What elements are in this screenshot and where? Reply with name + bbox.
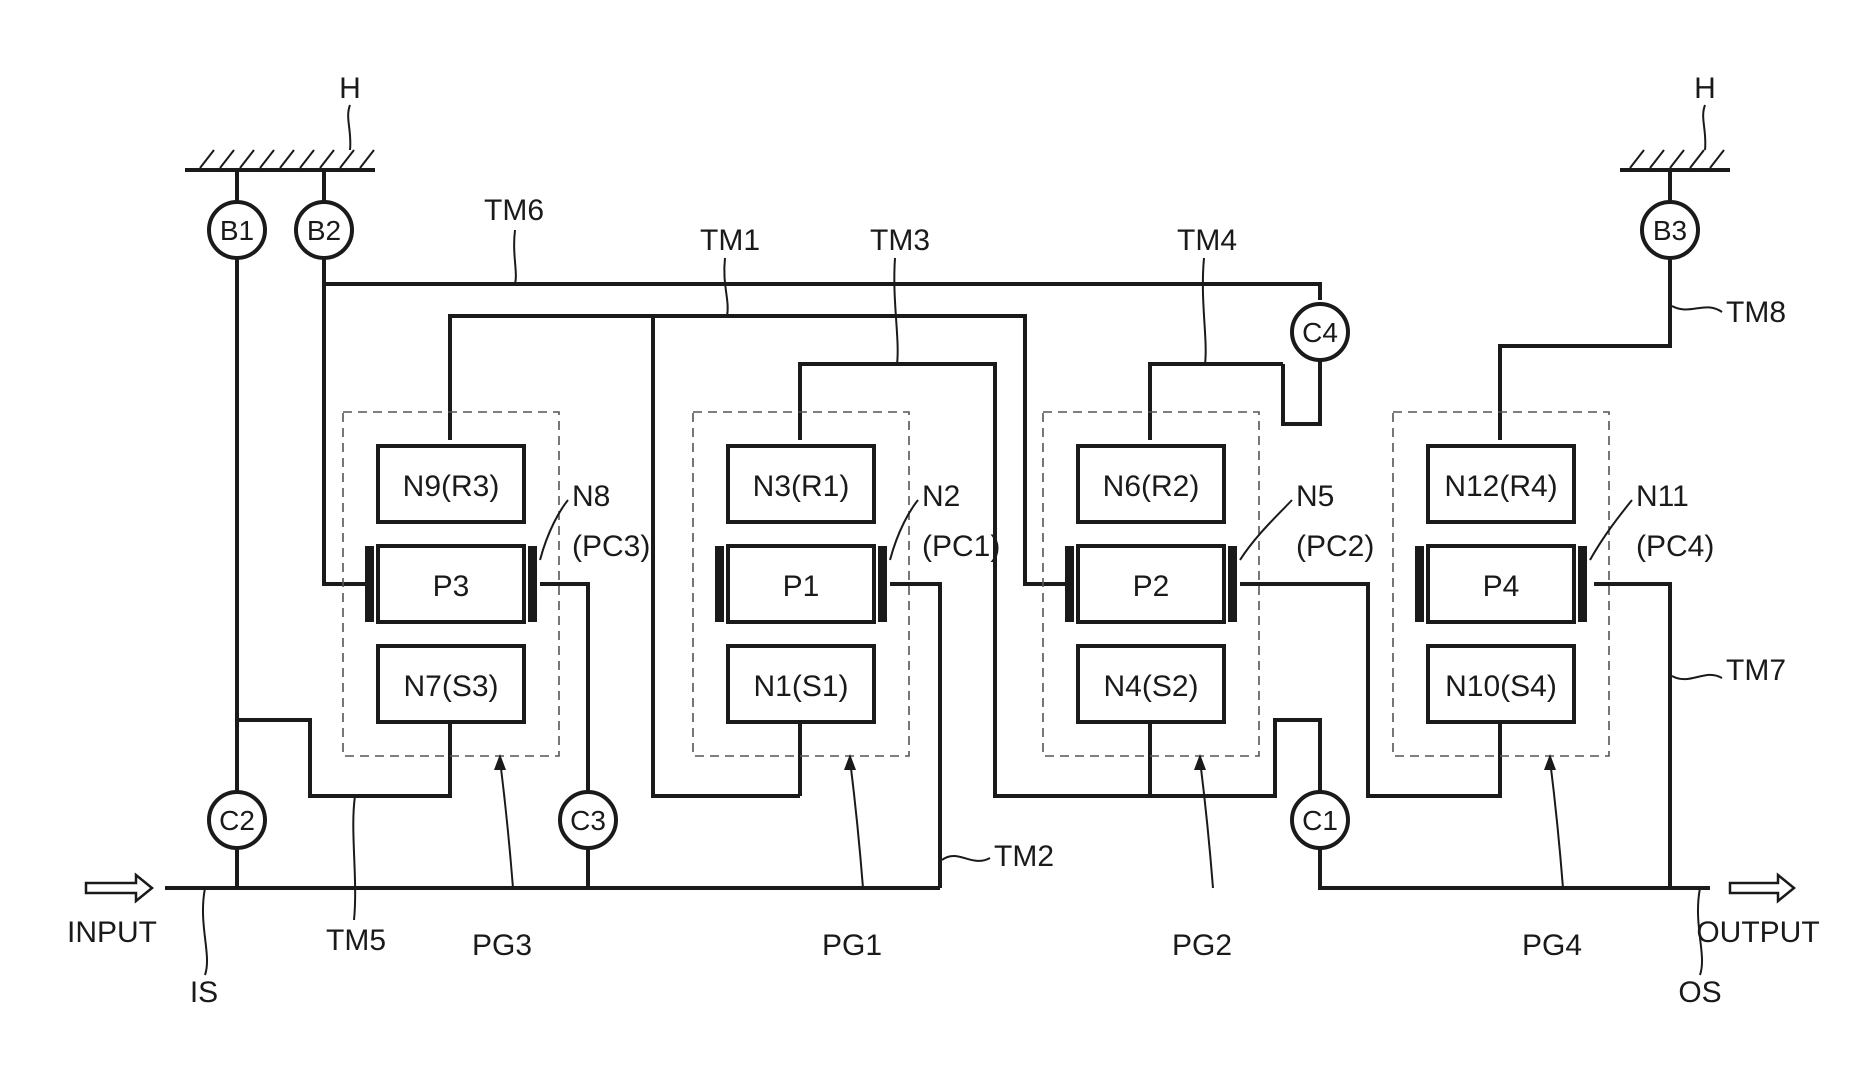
set-label: PG4 <box>1522 929 1582 962</box>
brake-b1: B1 <box>209 202 265 258</box>
shaft-lines <box>165 170 1710 888</box>
sun-gear-label: N4(S2) <box>1103 670 1198 703</box>
tm7-label: TM7 <box>1726 654 1786 687</box>
clutch-c1-label: C1 <box>1302 805 1338 836</box>
carrier-name-label: (PC4) <box>1636 530 1714 563</box>
ring-gear-label: N3(R1) <box>753 470 850 503</box>
tm8-label: TM8 <box>1726 296 1786 329</box>
ring-gear-label: N6(R2) <box>1103 470 1200 503</box>
planet-gear-label: P3 <box>433 570 470 603</box>
brake-b2: B2 <box>296 202 352 258</box>
clutch-c3: C3 <box>560 792 616 848</box>
planet-gear-label: P2 <box>1133 570 1170 603</box>
ring-gear-label: N9(R3) <box>403 470 500 503</box>
housing-left-label: H <box>339 72 361 105</box>
tm6-label: TM6 <box>484 194 544 227</box>
brake-b2-label: B2 <box>307 215 341 246</box>
planetary-set-pg4: N12(R4) P4 N10(S4) N11 (PC4) PG4 <box>1393 412 1714 962</box>
set-label: PG3 <box>472 929 532 962</box>
output-arrow: OUTPUT OS <box>1678 875 1819 1009</box>
carrier-node-label: N11 <box>1636 480 1689 513</box>
planetary-set-pg3: N9(R3) P3 N7(S3) N8 (PC3) PG3 <box>343 412 650 962</box>
sun-gear-label: N1(S1) <box>753 670 848 703</box>
clutch-c2: C2 <box>209 792 265 848</box>
output-shaft-label: OS <box>1678 976 1721 1009</box>
carrier-node-label: N2 <box>922 480 960 513</box>
brake-b3-label: B3 <box>1653 215 1687 246</box>
sun-gear-label: N7(S3) <box>403 670 498 703</box>
tm4-label: TM4 <box>1177 224 1237 257</box>
carrier-node-label: N5 <box>1296 480 1334 513</box>
planet-gear-label: P4 <box>1483 570 1520 603</box>
ring-gear-label: N12(R4) <box>1444 470 1557 503</box>
housing-right: H <box>1620 72 1730 170</box>
carrier-name-label: (PC2) <box>1296 530 1374 563</box>
input-shaft-label: IS <box>190 976 218 1009</box>
clutch-c4-label: C4 <box>1302 317 1338 348</box>
carrier-name-label: (PC3) <box>572 530 650 563</box>
tm5-label: TM5 <box>326 924 386 957</box>
tm1-label: TM1 <box>700 224 760 257</box>
output-label: OUTPUT <box>1696 916 1819 949</box>
sun-gear-label: N10(S4) <box>1445 670 1557 703</box>
housing-left: H <box>185 72 375 170</box>
tm2-label: TM2 <box>994 840 1054 873</box>
tm3-label: TM3 <box>870 224 930 257</box>
input-label: INPUT <box>67 916 157 949</box>
input-arrow: INPUT IS <box>67 875 218 1009</box>
planetary-set-pg1: N3(R1) P1 N1(S1) N2 (PC1) PG1 <box>693 412 1000 962</box>
planet-gear-label: P1 <box>783 570 820 603</box>
clutch-c2-label: C2 <box>219 805 255 836</box>
planetary-set-pg2: N6(R2) P2 N4(S2) N5 (PC2) PG2 <box>1043 412 1374 962</box>
carrier-name-label: (PC1) <box>922 530 1000 563</box>
housing-right-label: H <box>1694 72 1716 105</box>
clutch-c1: C1 <box>1292 792 1348 848</box>
set-label: PG2 <box>1172 929 1232 962</box>
brake-b1-label: B1 <box>220 215 254 246</box>
brake-b3: B3 <box>1642 202 1698 258</box>
clutch-c4: C4 <box>1292 304 1348 360</box>
carrier-node-label: N8 <box>572 480 610 513</box>
set-label: PG1 <box>822 929 882 962</box>
clutch-c3-label: C3 <box>570 805 606 836</box>
